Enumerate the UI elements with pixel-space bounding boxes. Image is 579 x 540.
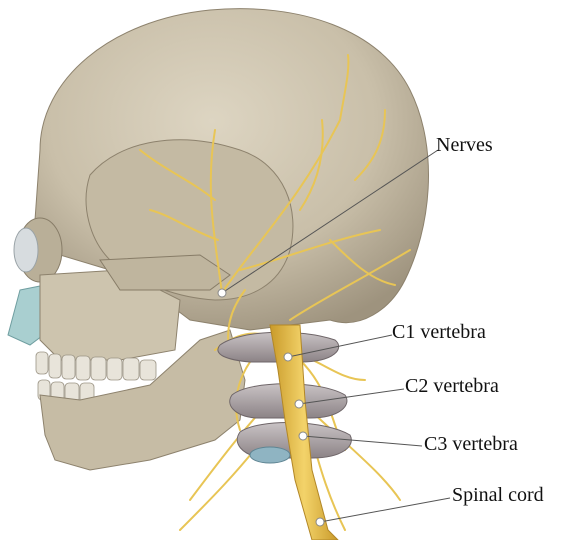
spinal-cord-marker [316, 518, 324, 526]
label-c1-vertebra: C1 vertebra [392, 321, 486, 344]
nerves-marker [218, 289, 226, 297]
c1-marker [284, 353, 292, 361]
c3-marker [299, 432, 307, 440]
label-nerves: Nerves [436, 134, 493, 157]
label-spinal-cord: Spinal cord [452, 484, 544, 507]
label-c3-vertebra: C3 vertebra [424, 433, 518, 456]
eyeball [14, 228, 38, 272]
cartilage-disc [250, 447, 290, 463]
label-c2-vertebra: C2 vertebra [405, 375, 499, 398]
c2-marker [295, 400, 303, 408]
